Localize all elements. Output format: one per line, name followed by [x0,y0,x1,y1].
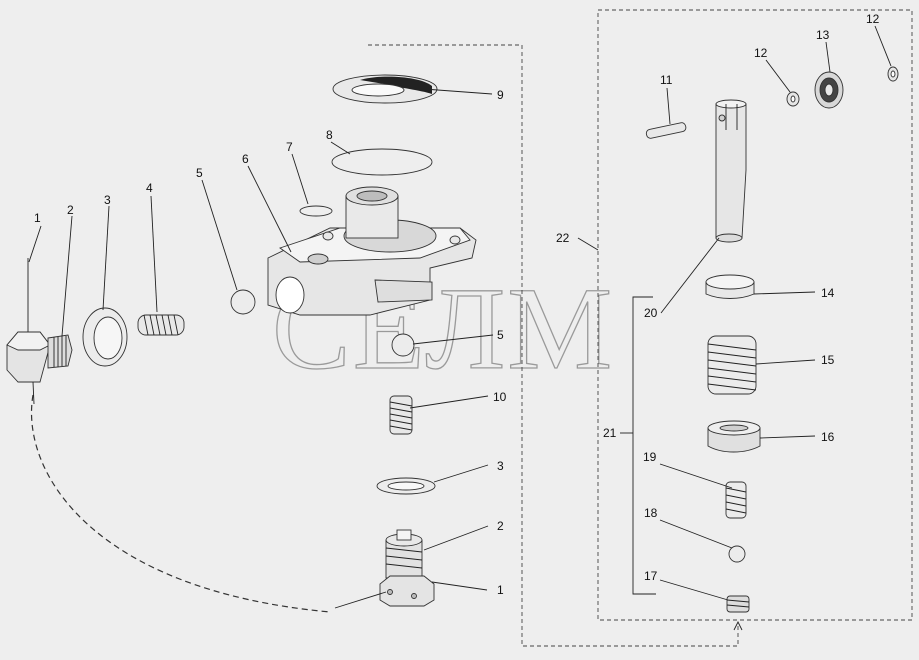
callout-21: 21 [603,426,617,440]
callout-12b: 12 [866,12,880,26]
part-1-bleeder-screw [6,258,73,405]
part-3-washer [376,477,436,495]
part-17-plug [726,595,750,613]
callout-17: 17 [644,569,658,583]
callout-11: 11 [660,73,673,87]
part-1-nut [334,575,435,609]
callout-3b: 3 [497,459,504,473]
callout-13: 13 [816,28,830,42]
callout-22: 22 [556,231,570,245]
assembly-22-boundary [597,9,913,621]
part-4-spring [137,314,185,336]
part-12-washer [887,66,899,82]
wire-dashed-line [30,394,331,613]
callout-7: 7 [286,140,293,154]
callout-16: 16 [821,430,835,444]
callout-15: 15 [821,353,835,367]
callout-5b: 5 [497,328,504,342]
callout-2b: 2 [497,519,504,533]
callout-4: 4 [146,181,153,195]
part-7-o-ring [299,205,333,217]
leader-lines [28,25,892,601]
part-12-washer [786,91,800,107]
part-14-cap [705,274,755,299]
callout-9: 9 [497,88,504,102]
part-18-ball [728,545,746,563]
part-16-cup [707,420,761,453]
arrow-head-icon [733,620,743,631]
part-10-spring [389,395,413,435]
callout-1: 1 [34,211,41,225]
part-19-spring [725,481,747,519]
callout-20: 20 [644,306,658,320]
part-5-ball [391,333,415,357]
callout-2: 2 [67,203,74,217]
callout-18: 18 [644,506,658,520]
callout-labels: 1 2 3 4 5 6 7 8 9 5 10 3 2 1 11 12 13 12… [34,12,880,597]
part-15-spring [707,335,757,395]
part-5-ball [230,289,256,315]
part-13-bearing [814,71,844,109]
part-8-o-ring [331,148,433,176]
callout-8: 8 [326,128,333,142]
callout-3: 3 [104,193,111,207]
callout-19: 19 [643,450,657,464]
callout-6: 6 [242,152,249,166]
callout-10: 10 [493,390,507,404]
part-3-washer [82,307,128,367]
part-2-fitting [385,529,423,579]
callout-14: 14 [821,286,835,300]
callout-12: 12 [754,46,768,60]
callout-1b: 1 [497,583,504,597]
part-20-lever [715,99,747,243]
part-9-seal [332,74,438,104]
group-bracket-21 [632,296,656,595]
callout-5: 5 [196,166,203,180]
part-6-pump-housing [267,186,477,316]
part-11-pin [645,122,687,139]
